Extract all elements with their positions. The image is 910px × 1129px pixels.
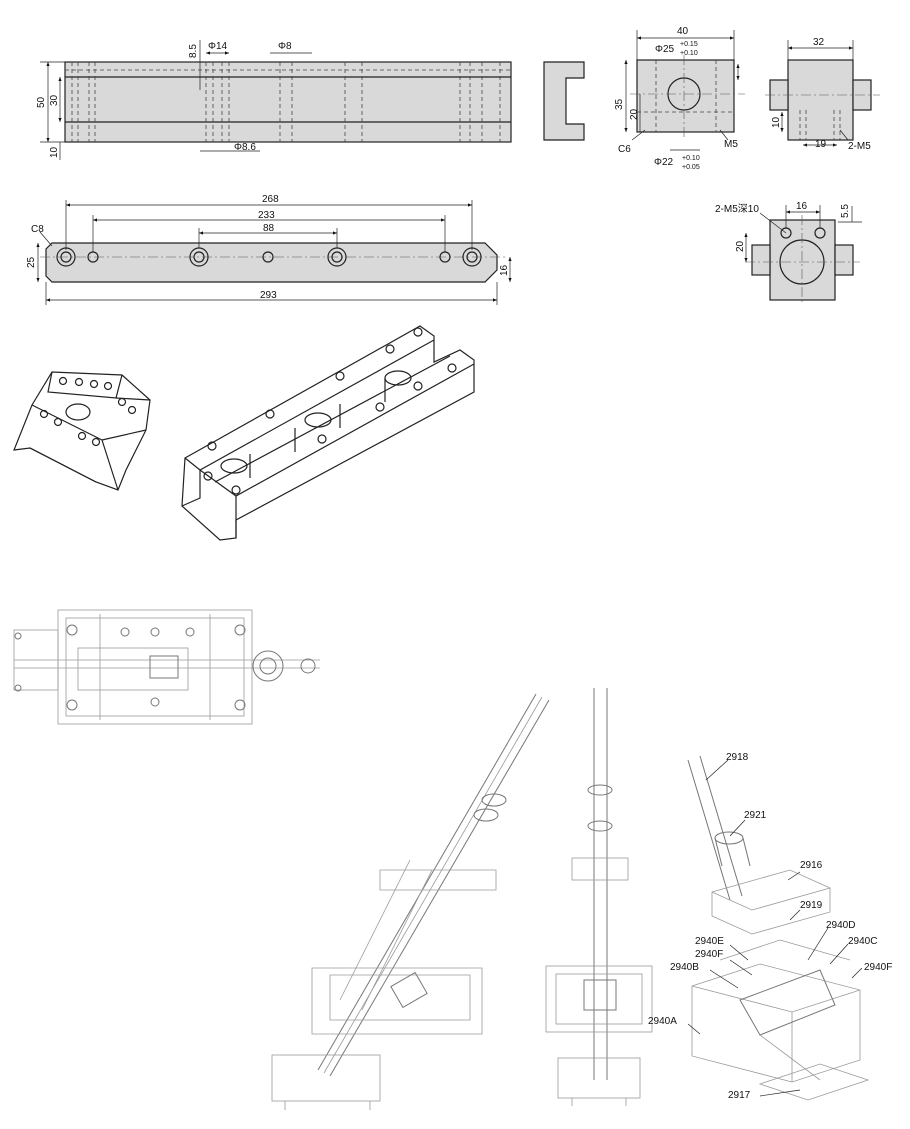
callout-2921: 2921 (744, 810, 767, 821)
dim-20-top: 20 (735, 240, 746, 252)
dim-233: 233 (258, 210, 275, 221)
dim-phi22: Φ22 (654, 157, 674, 168)
dim-8-5: 8.5 (188, 44, 199, 58)
dim-268: 268 (262, 194, 279, 205)
long-plate-top-view (36, 200, 512, 305)
callout-2940f-right: 2940F (864, 962, 892, 973)
dim-16: 16 (499, 264, 510, 276)
callout-2917: 2917 (728, 1090, 751, 1101)
dim-phi25: Φ25 (655, 44, 675, 55)
callout-2918: 2918 (726, 752, 749, 763)
tol-phi22-upper: +0.10 (682, 155, 700, 162)
tol-phi25-lower: +0.10 (680, 50, 698, 57)
callout-2940e: 2940E (695, 936, 724, 947)
dim-293: 293 (260, 290, 277, 301)
callout-2919: 2919 (800, 900, 823, 911)
block-side-view (765, 40, 880, 147)
block-front-view (624, 30, 745, 151)
long-bar-front-view (40, 40, 512, 160)
u-profile-end-view (543, 61, 585, 141)
tol-phi25-upper: +0.15 (680, 41, 698, 48)
dim-50: 50 (36, 96, 47, 108)
callout-2940d: 2940D (826, 920, 855, 931)
callout-2916: 2916 (800, 860, 823, 871)
dim-25: 25 (26, 256, 37, 268)
rail-isometric-view (181, 325, 475, 541)
exploded-assembly-view (687, 755, 870, 1101)
dim-phi8-6: Φ8.6 (234, 142, 256, 153)
dim-20: 20 (629, 108, 640, 120)
callout-2940a: 2940A (648, 1016, 677, 1027)
block-isometric-view (13, 371, 151, 491)
block-top-view (744, 205, 862, 305)
dim-19: 19 (815, 139, 827, 150)
dim-10-side: 10 (771, 116, 782, 128)
dim-88: 88 (263, 223, 275, 234)
tol-phi22-lower: +0.05 (682, 164, 700, 171)
dim-5-5: 5.5 (840, 204, 851, 218)
callout-2940f-left: 2940F (695, 949, 723, 960)
dim-30: 30 (49, 94, 60, 106)
dim-c8: C8 (31, 224, 44, 235)
assembly-angled-rod-view (271, 693, 550, 1110)
dim-2-m5-deep10: 2-M5深10 (715, 203, 759, 215)
dim-2-m5: 2-M5 (848, 141, 871, 152)
dim-phi14: Φ14 (208, 41, 228, 52)
dim-c6: C6 (618, 144, 631, 155)
dim-10: 10 (49, 146, 60, 158)
dim-16-top: 16 (796, 201, 808, 212)
dim-phi8: Φ8 (278, 41, 292, 52)
callout-2940c: 2940C (848, 936, 877, 947)
dim-35: 35 (614, 98, 625, 110)
assembly-vertical-rod-view (545, 688, 653, 1106)
dim-32: 32 (813, 37, 825, 48)
assembly-plan-view (13, 609, 320, 725)
dim-m5: M5 (724, 139, 738, 150)
dim-40: 40 (677, 26, 689, 37)
callout-leaders (687, 759, 863, 1097)
callout-2940b: 2940B (670, 962, 699, 973)
